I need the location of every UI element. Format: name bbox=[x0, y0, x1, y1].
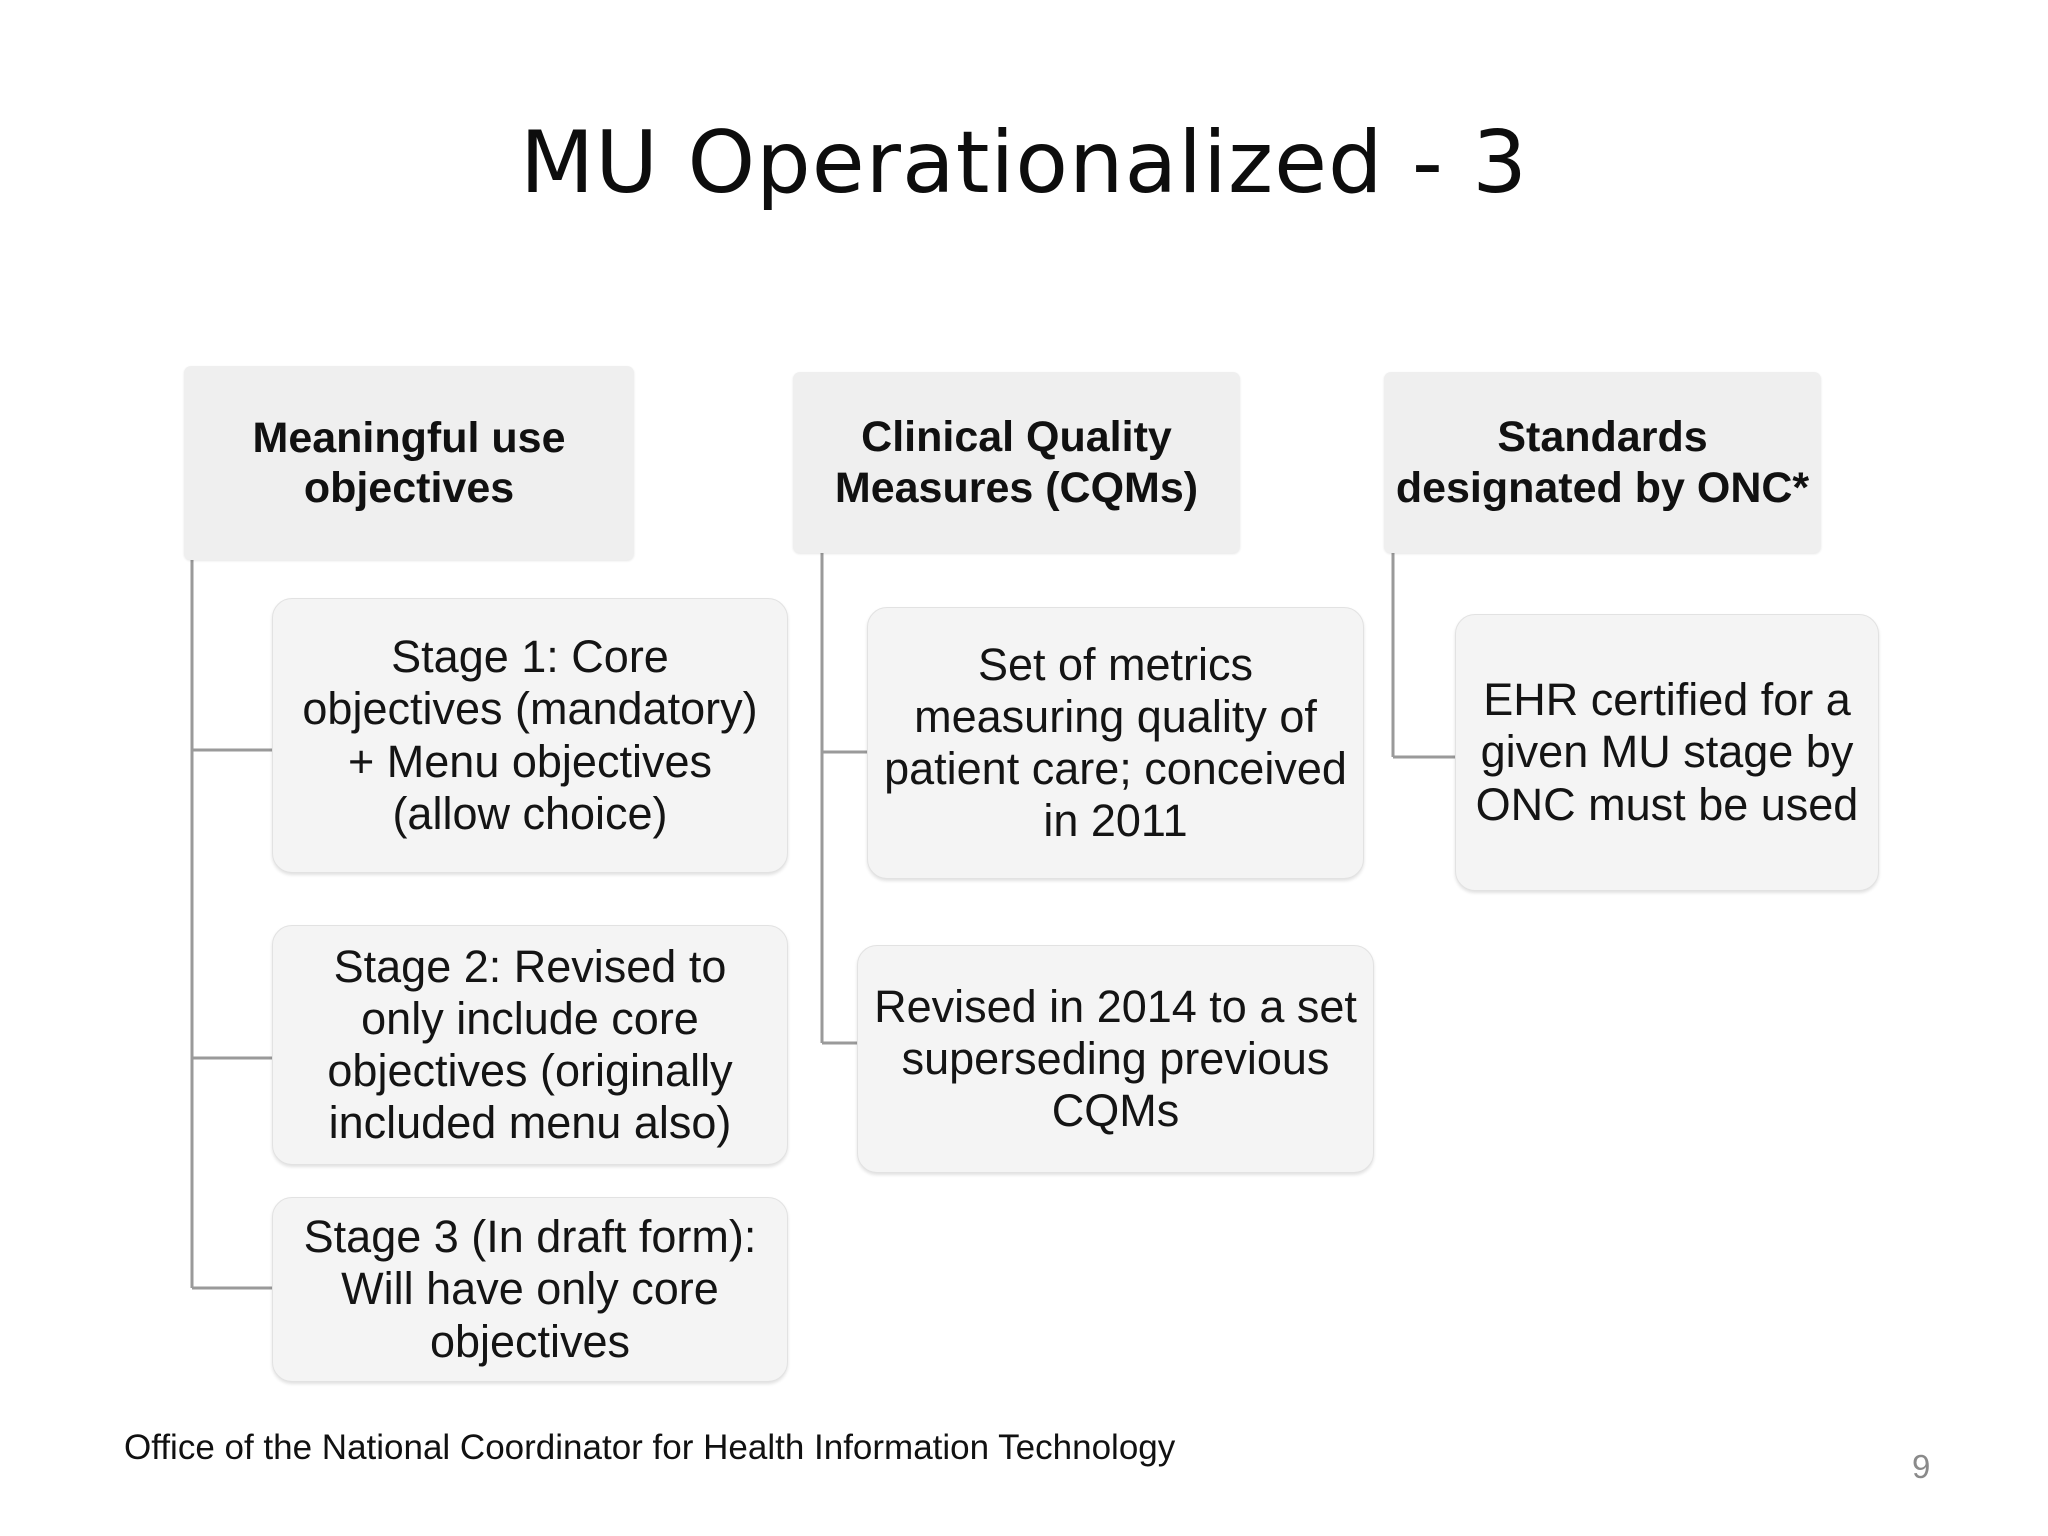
column-header-standards-onc[interactable]: Standards designated by ONC* bbox=[1384, 372, 1821, 553]
column-header-clinical-quality-measures[interactable]: Clinical Quality Measures (CQMs) bbox=[793, 372, 1240, 553]
footer-organization-text: Office of the National Coordinator for H… bbox=[124, 1428, 1176, 1467]
node-cqm-revision-2014[interactable]: Revised in 2014 to a set superseding pre… bbox=[857, 945, 1374, 1173]
node-stage-3[interactable]: Stage 3 (In draft form): Will have only … bbox=[272, 1197, 788, 1382]
column-header-meaningful-use[interactable]: Meaningful use objectives bbox=[184, 366, 634, 560]
page-title: MU Operationalized - 3 bbox=[519, 113, 1529, 213]
node-stage-1[interactable]: Stage 1: Core objectives (mandatory) + M… bbox=[272, 598, 788, 873]
node-cqm-definition[interactable]: Set of metrics measuring quality of pati… bbox=[867, 607, 1364, 879]
node-stage-2[interactable]: Stage 2: Revised to only include core ob… bbox=[272, 925, 788, 1165]
node-ehr-certification[interactable]: EHR certified for a given MU stage by ON… bbox=[1455, 614, 1879, 891]
page-number: 9 bbox=[1912, 1448, 1931, 1485]
